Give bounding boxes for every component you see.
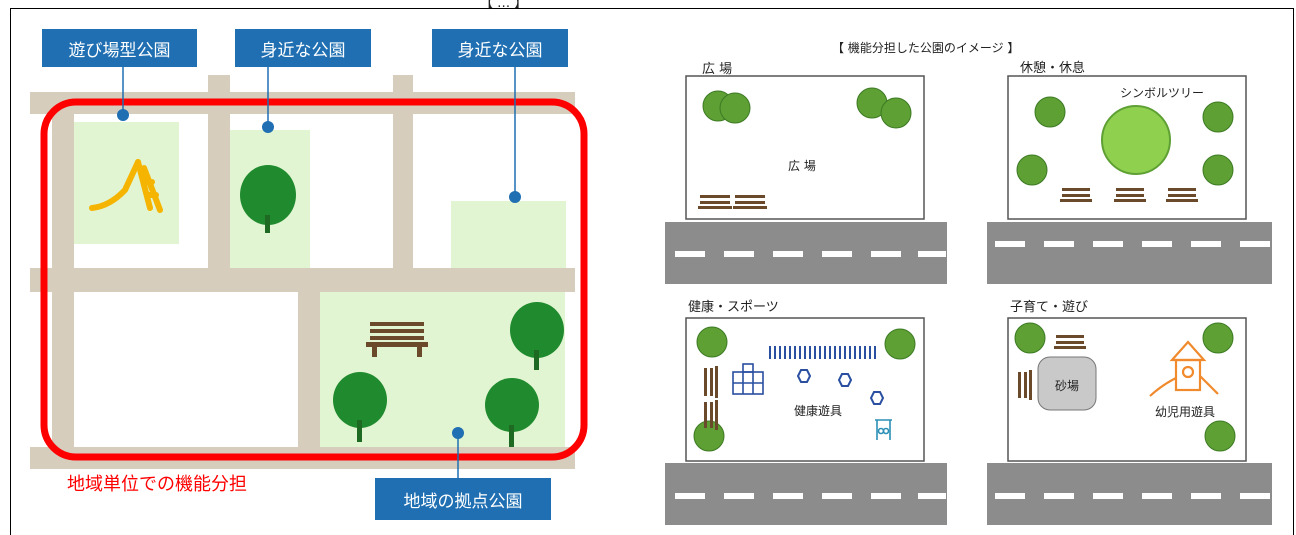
road-network [30,75,575,469]
road-vertical-2 [393,75,413,270]
balance-bars-icon [769,346,876,359]
panel-plaza [665,75,947,284]
sandbox-area [1037,356,1097,411]
tree-icon-2 [510,302,564,370]
panel-label-kids: 子育て・遊び [1010,300,1089,315]
road-vertical-3 [298,290,320,450]
panel-kids [987,317,1272,525]
panel-label-health: 健康・スポーツ [688,300,779,315]
top-title-fragment: 【 … 】 [480,0,528,11]
panel-rest [987,75,1272,284]
region-boundary [40,98,588,461]
callout-leaders [122,67,516,478]
play-structure-icon [1149,340,1219,397]
figure-frame [10,8,1294,535]
road-middle [30,268,575,292]
road-vertical-1 [208,75,230,270]
region-caption: 地域単位での機能分担 [67,474,247,495]
panel-label-plaza: 広 場 [702,62,733,77]
inner-label-sandbox: 砂場 [1055,379,1080,393]
bench-icon-map [366,322,428,357]
callout-dots [117,109,521,439]
callout-neighborhood-park-2: 身近な公園 [432,29,568,67]
tree-icon-3 [333,372,387,442]
right-panel-title: 【 機能分担した公園のイメージ 】 [832,41,1020,55]
inner-label-fitness-equipment: 健康遊具 [794,404,843,418]
callout-neighborhood-park-1: 身近な公園 [235,29,371,67]
inner-label-symbol-tree: シンボルツリー [1120,86,1205,100]
panel-label-rest: 休憩・休息 [1020,61,1086,76]
hexagon-steps-icon [796,369,885,405]
climbing-frame-icon [732,363,764,395]
tree-icon-1 [240,165,296,233]
slide-icon [89,159,163,213]
tree-icon-4 [485,378,539,447]
road-left [52,92,74,469]
bench-vertical [704,366,718,430]
panel-health [665,317,947,525]
monkey-bars-icon [875,419,892,440]
inner-label-toddler-equipment: 幼児用遊具 [1155,405,1216,419]
callout-district-hub-park: 地域の拠点公園 [375,478,551,520]
park-neighborhood-2 [451,201,566,268]
inner-label-plaza: 広 場 [788,159,816,173]
callout-playground-park: 遊び場型公園 [42,29,197,67]
